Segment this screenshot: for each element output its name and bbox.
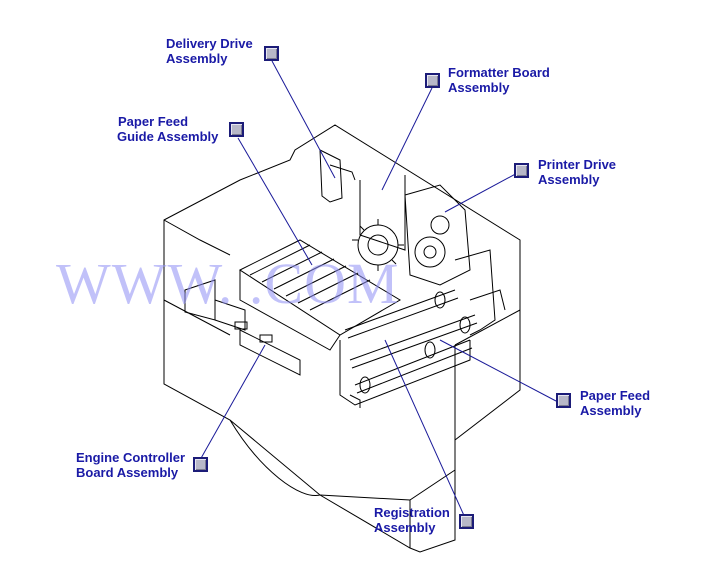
callout-registration[interactable]: Registration Assembly [374,505,450,535]
callout-printer-drive-line1: Printer Drive [538,157,617,172]
callout-registration-line2: Assembly [374,520,436,535]
callout-delivery-drive-line1: Delivery Drive [166,36,253,51]
callout-printer-drive-line2: Assembly [538,172,600,187]
leader-engine-controller [199,344,266,461]
leader-paper-feed [439,339,557,402]
callout-paper-feed-guide-line1: Paper Feed [118,114,189,129]
callout-printer-drive[interactable]: Printer Drive Assembly [538,157,616,187]
callout-engine-controller-line2: Board Assembly [76,465,179,480]
callout-paper-feed-guide-line2: Guide Assembly [117,129,219,144]
leader-printer-drive [444,170,522,213]
callout-paper-feed-line1: Paper Feed [580,388,651,403]
paper-feed-guide-button[interactable] [229,122,244,137]
paper-feed-button[interactable] [556,393,571,408]
callout-paper-feed-guide[interactable]: Paper Feed Guide Assembly [117,114,218,144]
callout-registration-line1: Registration [374,505,450,520]
leader-formatter-board [381,87,433,191]
callout-formatter-board[interactable]: Formatter Board Assembly [448,65,550,95]
leader-registration [384,339,467,521]
callout-engine-controller[interactable]: Engine Controller Board Assembly [76,450,185,480]
callout-delivery-drive[interactable]: Delivery Drive Assembly [166,36,253,66]
callout-delivery-drive-line2: Assembly [166,51,228,66]
formatter-board-button[interactable] [425,73,440,88]
watermark-text: WWW. .COM [56,251,400,316]
callout-paper-feed-line2: Assembly [580,403,642,418]
callout-engine-controller-line1: Engine Controller [76,450,186,465]
leader-delivery-drive [271,60,336,179]
callout-formatter-board-line1: Formatter Board [448,65,550,80]
callout-paper-feed[interactable]: Paper Feed Assembly [580,388,650,418]
delivery-drive-button[interactable] [264,46,279,61]
leader-paper-feed-guide [237,137,313,266]
callout-formatter-board-line2: Assembly [448,80,510,95]
registration-button[interactable] [459,514,474,529]
printer-drive-button[interactable] [514,163,529,178]
engine-controller-button[interactable] [193,457,208,472]
